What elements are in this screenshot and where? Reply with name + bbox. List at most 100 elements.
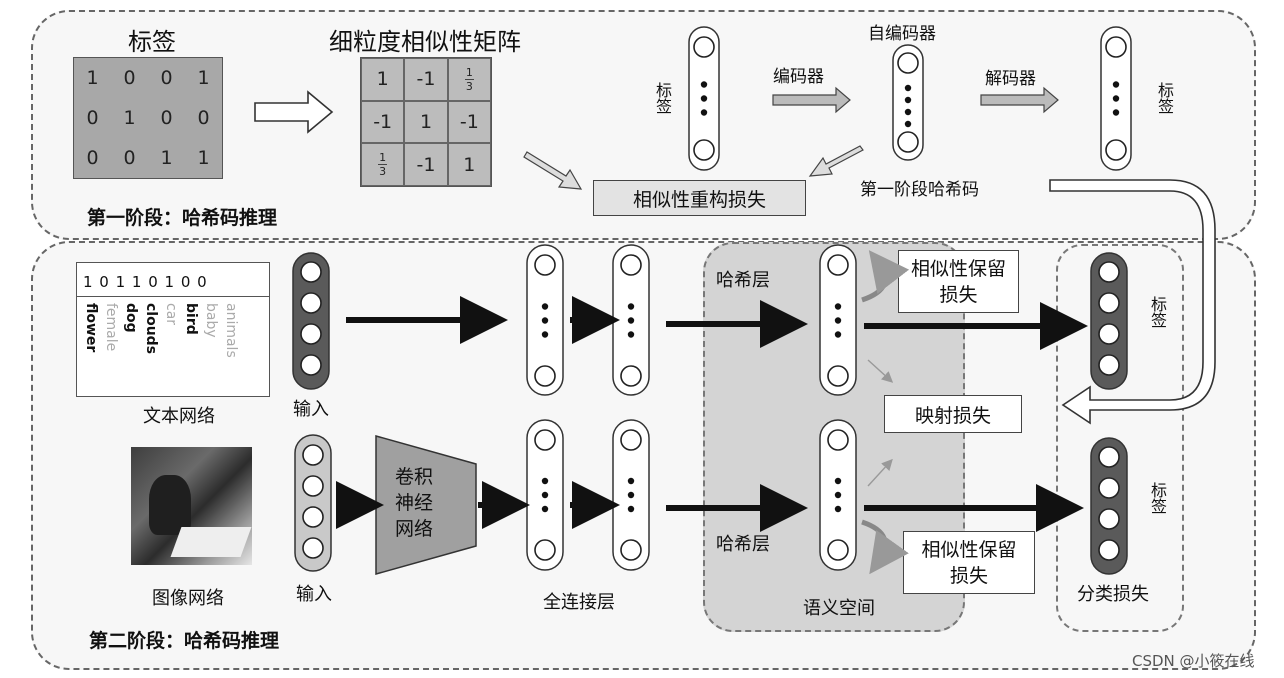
neuron-node [1098, 354, 1120, 376]
photo-cat-shape [149, 475, 191, 535]
ellipsis-dot [541, 477, 549, 485]
sim-keep-loss-top: 相似性保留损失 [898, 250, 1019, 313]
label-bottom-pill [1090, 437, 1128, 575]
ellipsis-dot [541, 317, 549, 324]
ellipsis-dot [904, 120, 912, 128]
ellipsis-dot [541, 491, 549, 499]
neuron-node [1098, 292, 1120, 314]
ellipsis-dot [834, 491, 842, 499]
ellipsis-dot [627, 303, 635, 310]
ellipsis-dot [904, 84, 912, 92]
sim-to-recon-arrow [523, 151, 583, 190]
image-input-pill [294, 434, 332, 572]
label-cell: 1 [74, 58, 111, 98]
sim-cell: -1 [404, 143, 448, 186]
neuron-node [1098, 446, 1120, 468]
neuron-node [1098, 323, 1120, 345]
text-feature-card: 1 0 1 1 0 1 0 0 flower female dog clouds… [76, 262, 270, 397]
neuron-node [534, 254, 556, 276]
sim-keep-loss-bottom: 相似性保留损失 [903, 531, 1035, 594]
ellipsis-dot [834, 303, 842, 310]
neuron-node [620, 539, 642, 561]
text-word: animals [223, 303, 239, 358]
ellipsis-dot [541, 303, 549, 310]
cnn-text: 卷积神经网络 [394, 466, 433, 540]
ellipsis-dot [627, 317, 635, 324]
sim-cell: -1 [447, 100, 491, 144]
ellipsis-dot [627, 331, 635, 338]
neuron-node [302, 537, 324, 559]
ellipsis-dot [1112, 95, 1120, 102]
stage2-label-top: 标签 [1148, 296, 1167, 328]
hash-to-recon-arrow [808, 145, 864, 177]
neuron-node [693, 36, 715, 58]
text-input-pill [292, 252, 330, 390]
neuron-node [300, 261, 322, 283]
image-net-label: 图像网络 [152, 588, 224, 609]
stage2-label-bottom: 标签 [1148, 482, 1167, 514]
neuron-node [1105, 36, 1127, 58]
neuron-node [1098, 477, 1120, 499]
similarity-matrix-title: 细粒度相似性矩阵 [329, 28, 521, 56]
neuron-node [827, 365, 849, 387]
classifier-region [1056, 244, 1184, 632]
text-word: baby [203, 303, 219, 338]
sim-cell: 1 [447, 143, 491, 186]
sim-keep-bottom-curve [861, 519, 909, 575]
label-matrix-title: 标签 [128, 28, 176, 56]
ellipsis-dot [1112, 109, 1120, 116]
neuron-node [300, 354, 322, 376]
neuron-node [1105, 139, 1127, 161]
neuron-node [534, 429, 556, 451]
sim-keep-top-curve [861, 250, 910, 303]
node-group [300, 36, 1127, 561]
stage1-to-mapping-arrow [1049, 179, 1216, 425]
neuron-node [620, 254, 642, 276]
text-word: car [163, 303, 179, 326]
cnn-label: 卷积神经网络 [388, 464, 440, 542]
ellipsis-dot [627, 477, 635, 485]
input-bottom-label: 输入 [296, 584, 332, 605]
stage1-label-right: 标签 [1155, 82, 1174, 114]
ellipsis-dot [834, 317, 842, 324]
neuron-node [620, 365, 642, 387]
encoder-arrow [772, 86, 851, 114]
neuron-node [1098, 539, 1120, 561]
text-bits: 1 0 1 1 0 1 0 0 [83, 273, 208, 291]
mapping-loss-box: 映射损失 [884, 395, 1022, 433]
text-divider [77, 296, 269, 297]
classification-loss-label: 分类损失 [1077, 584, 1149, 605]
ellipsis-dot [700, 109, 708, 116]
text-net-label: 文本网络 [143, 406, 215, 427]
sim-cell: -1 [361, 100, 405, 144]
text-word-list: flower female dog clouds car bird baby a… [83, 303, 239, 395]
stage1-label-left: 标签 [653, 82, 672, 114]
neuron-node [302, 475, 324, 497]
label-cell: 0 [185, 98, 222, 138]
ellipsis-dot [700, 95, 708, 102]
label-cell: 1 [185, 58, 222, 98]
neuron-node [300, 323, 322, 345]
neuron-node [897, 131, 919, 153]
label-cell: 0 [74, 138, 111, 178]
label-top-pill [1090, 252, 1128, 390]
hash-layer-top-label: 哈希层 [716, 270, 770, 291]
text-word: clouds [143, 303, 159, 355]
ellipsis-dot [700, 81, 708, 88]
hash-bottom-to-mapping-arrow [867, 458, 893, 487]
stage1-title: 第一阶段：哈希码推理 [87, 207, 278, 229]
text-word: flower [83, 303, 99, 353]
encoder-label: 编码器 [773, 67, 824, 87]
decoder-label: 解码器 [985, 69, 1036, 89]
sim-keep-top-text: 相似性保留损失 [910, 257, 1006, 306]
stage2-title: 第二阶段：哈希码推理 [89, 630, 280, 652]
neuron-node [827, 254, 849, 276]
ellipsis-dot [541, 505, 549, 513]
neuron-node [1098, 508, 1120, 530]
neuron-node [620, 429, 642, 451]
label-cell: 0 [148, 98, 185, 138]
label-cell: 0 [74, 98, 111, 138]
